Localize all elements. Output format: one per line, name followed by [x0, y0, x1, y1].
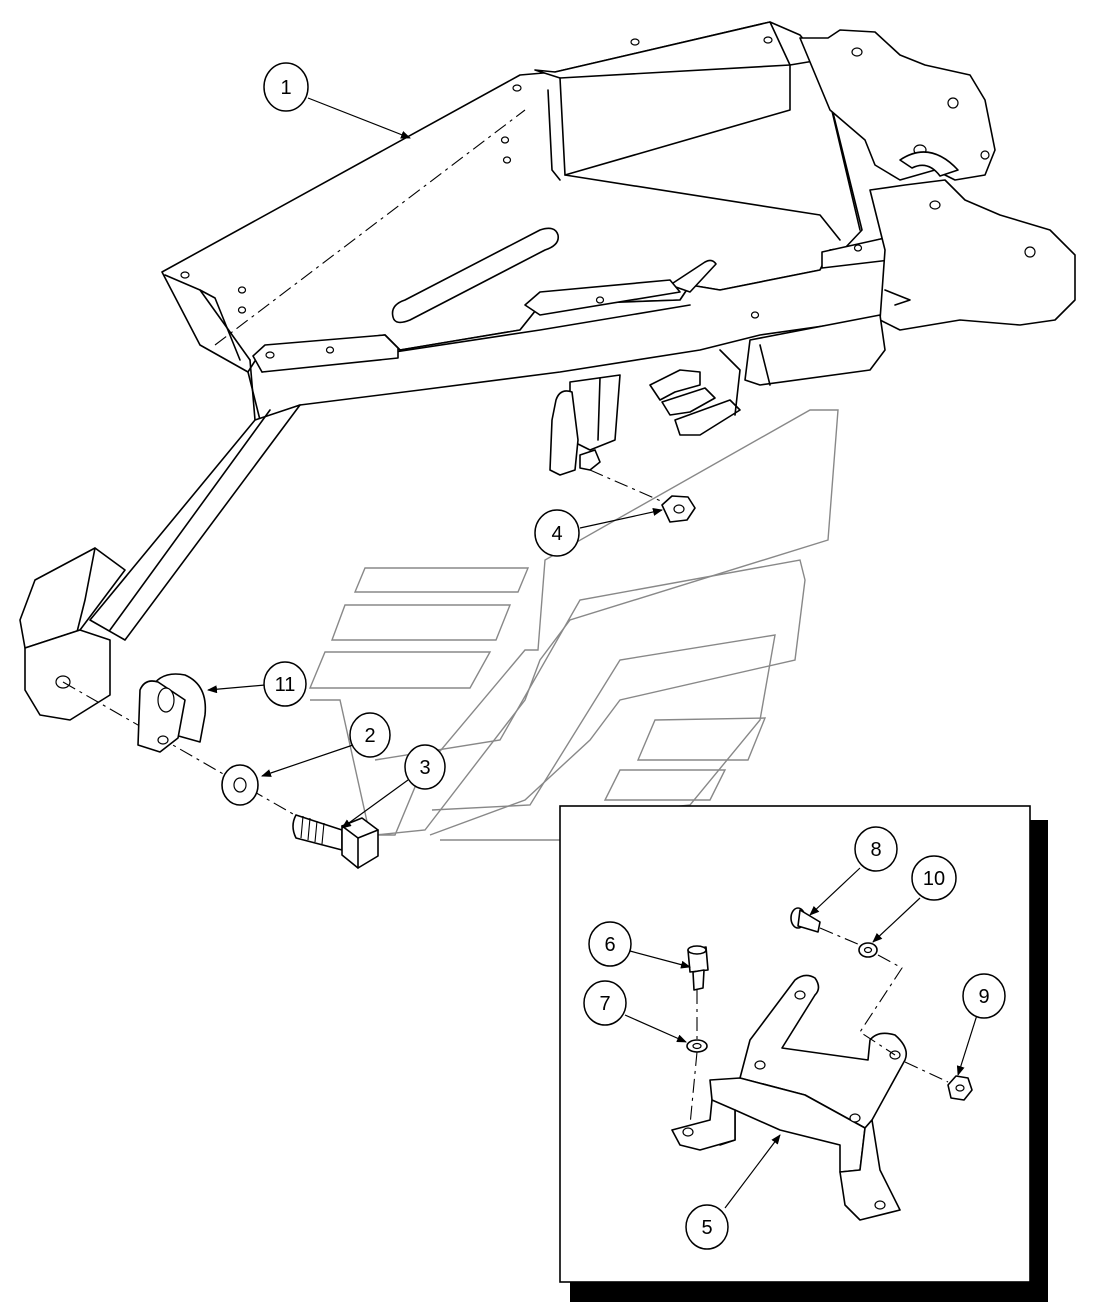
- callout-3: 3: [404, 744, 446, 790]
- assembly-line-4: [589, 469, 671, 506]
- callout-1: 1: [263, 62, 309, 112]
- washer-part-10: [858, 942, 903, 1056]
- washer-part-2: [221, 764, 259, 806]
- callout-5-label: 5: [701, 1217, 712, 1239]
- bolt-part-3: [292, 814, 379, 869]
- callout-11: 11: [263, 661, 307, 707]
- callout-leaders: [207, 97, 978, 1209]
- callout-1-label: 1: [280, 77, 291, 99]
- callout-9-label: 9: [978, 986, 989, 1008]
- mount-bracket-part-5: [671, 974, 908, 1221]
- callout-4-label: 4: [551, 523, 562, 545]
- callout-9: 9: [962, 973, 1006, 1019]
- spacer-part-11: [137, 673, 207, 753]
- callout-6: 6: [588, 921, 632, 967]
- callout-7-label: 7: [599, 993, 610, 1015]
- callout-2: 2: [349, 712, 391, 758]
- nut-part-9: [904, 1061, 973, 1101]
- callout-10-label: 10: [923, 868, 945, 890]
- pan-screw-part-8: [790, 907, 861, 946]
- flange-nut-part-4: [661, 495, 696, 523]
- callout-8: 8: [854, 826, 898, 872]
- callout-11-label: 11: [275, 674, 296, 696]
- watermark-logo: [308, 409, 839, 841]
- callout-10: 10: [911, 855, 957, 901]
- callout-6-label: 6: [604, 934, 615, 956]
- callout-7: 7: [583, 980, 627, 1026]
- main-frame-bracket: [19, 21, 1076, 819]
- callout-4: 4: [534, 509, 580, 557]
- callout-3-label: 3: [419, 757, 430, 779]
- callout-2-label: 2: [364, 725, 375, 747]
- callout-5: 5: [685, 1204, 729, 1250]
- callout-8-label: 8: [870, 839, 881, 861]
- lock-washer-part-7: [686, 1039, 708, 1053]
